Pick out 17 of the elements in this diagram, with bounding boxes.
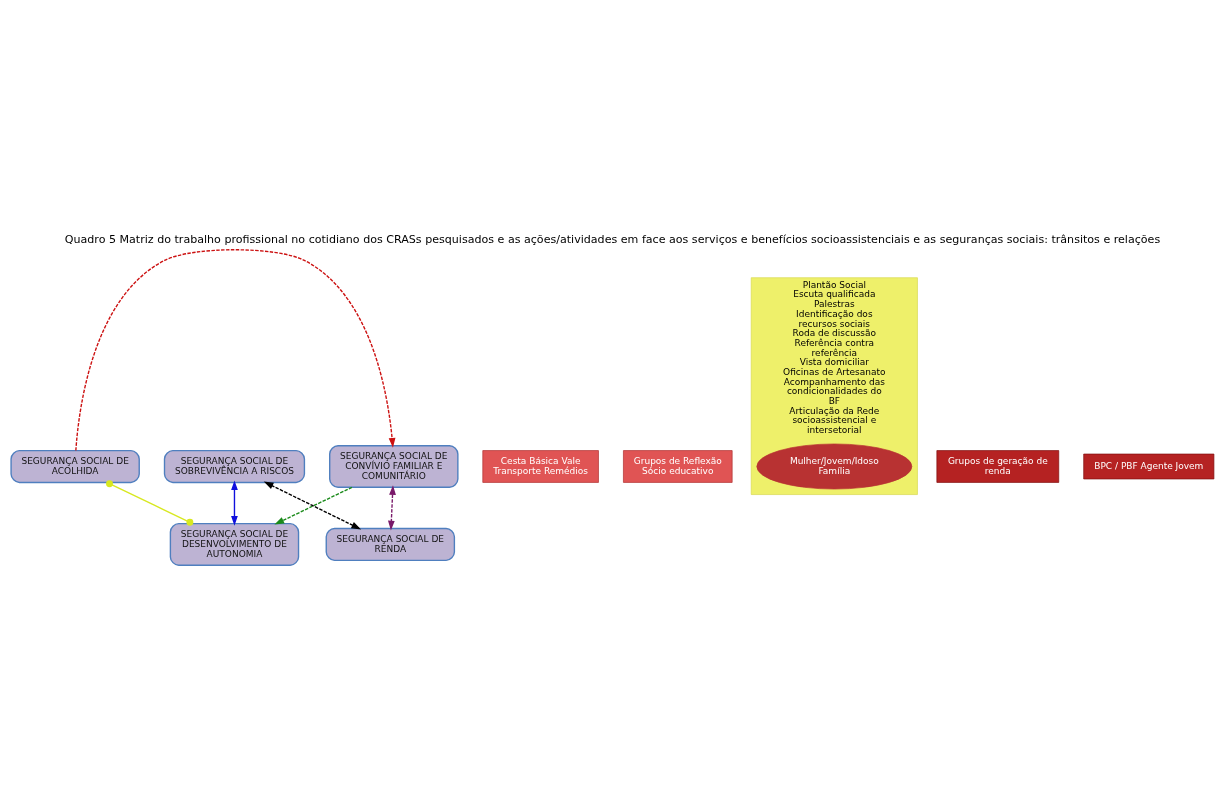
arrow <box>263 481 362 529</box>
node-box: Cesta Básica Vale Transporte Remédios <box>482 449 599 483</box>
node-box: SEGURANÇA SOCIAL DE RENDA <box>325 527 456 561</box>
arrow <box>387 484 396 530</box>
arrow <box>274 486 353 525</box>
arrow <box>231 479 238 526</box>
node-box: Grupos de geração de renda <box>936 449 1060 483</box>
node-box: Grupos de Reflexão Sócio educativo <box>623 449 733 483</box>
diagram-title: Quadro 5 Matriz do trabalho profissional no cotidiano dos CRASs pesquisados e as ações/atividades em face aos serviços e benefícios socioassistenciais e as seguranças sociais: trânsitos e relações <box>64 232 1161 246</box>
node-ellipse: Mulher/Jovem/Idoso Família <box>756 443 913 489</box>
node-box: SEGURANÇA SOCIAL DE ACOLHIDA <box>10 449 140 483</box>
node-box: SEGURANÇA SOCIAL DE DESENVOLVIMENTO DE AUTONOMIA <box>169 522 300 566</box>
connector <box>106 479 194 526</box>
node-box: SEGURANÇA SOCIAL DE SOBREVIVÊNCIA A RISCOS <box>163 449 306 483</box>
node-box: SEGURANÇA SOCIAL DE CONVÍVIO FAMILIAR E COMUNITÁRIO <box>329 444 459 488</box>
arrow <box>75 248 396 451</box>
node-box: BPC / PBF Agente Jovem <box>1083 453 1215 479</box>
